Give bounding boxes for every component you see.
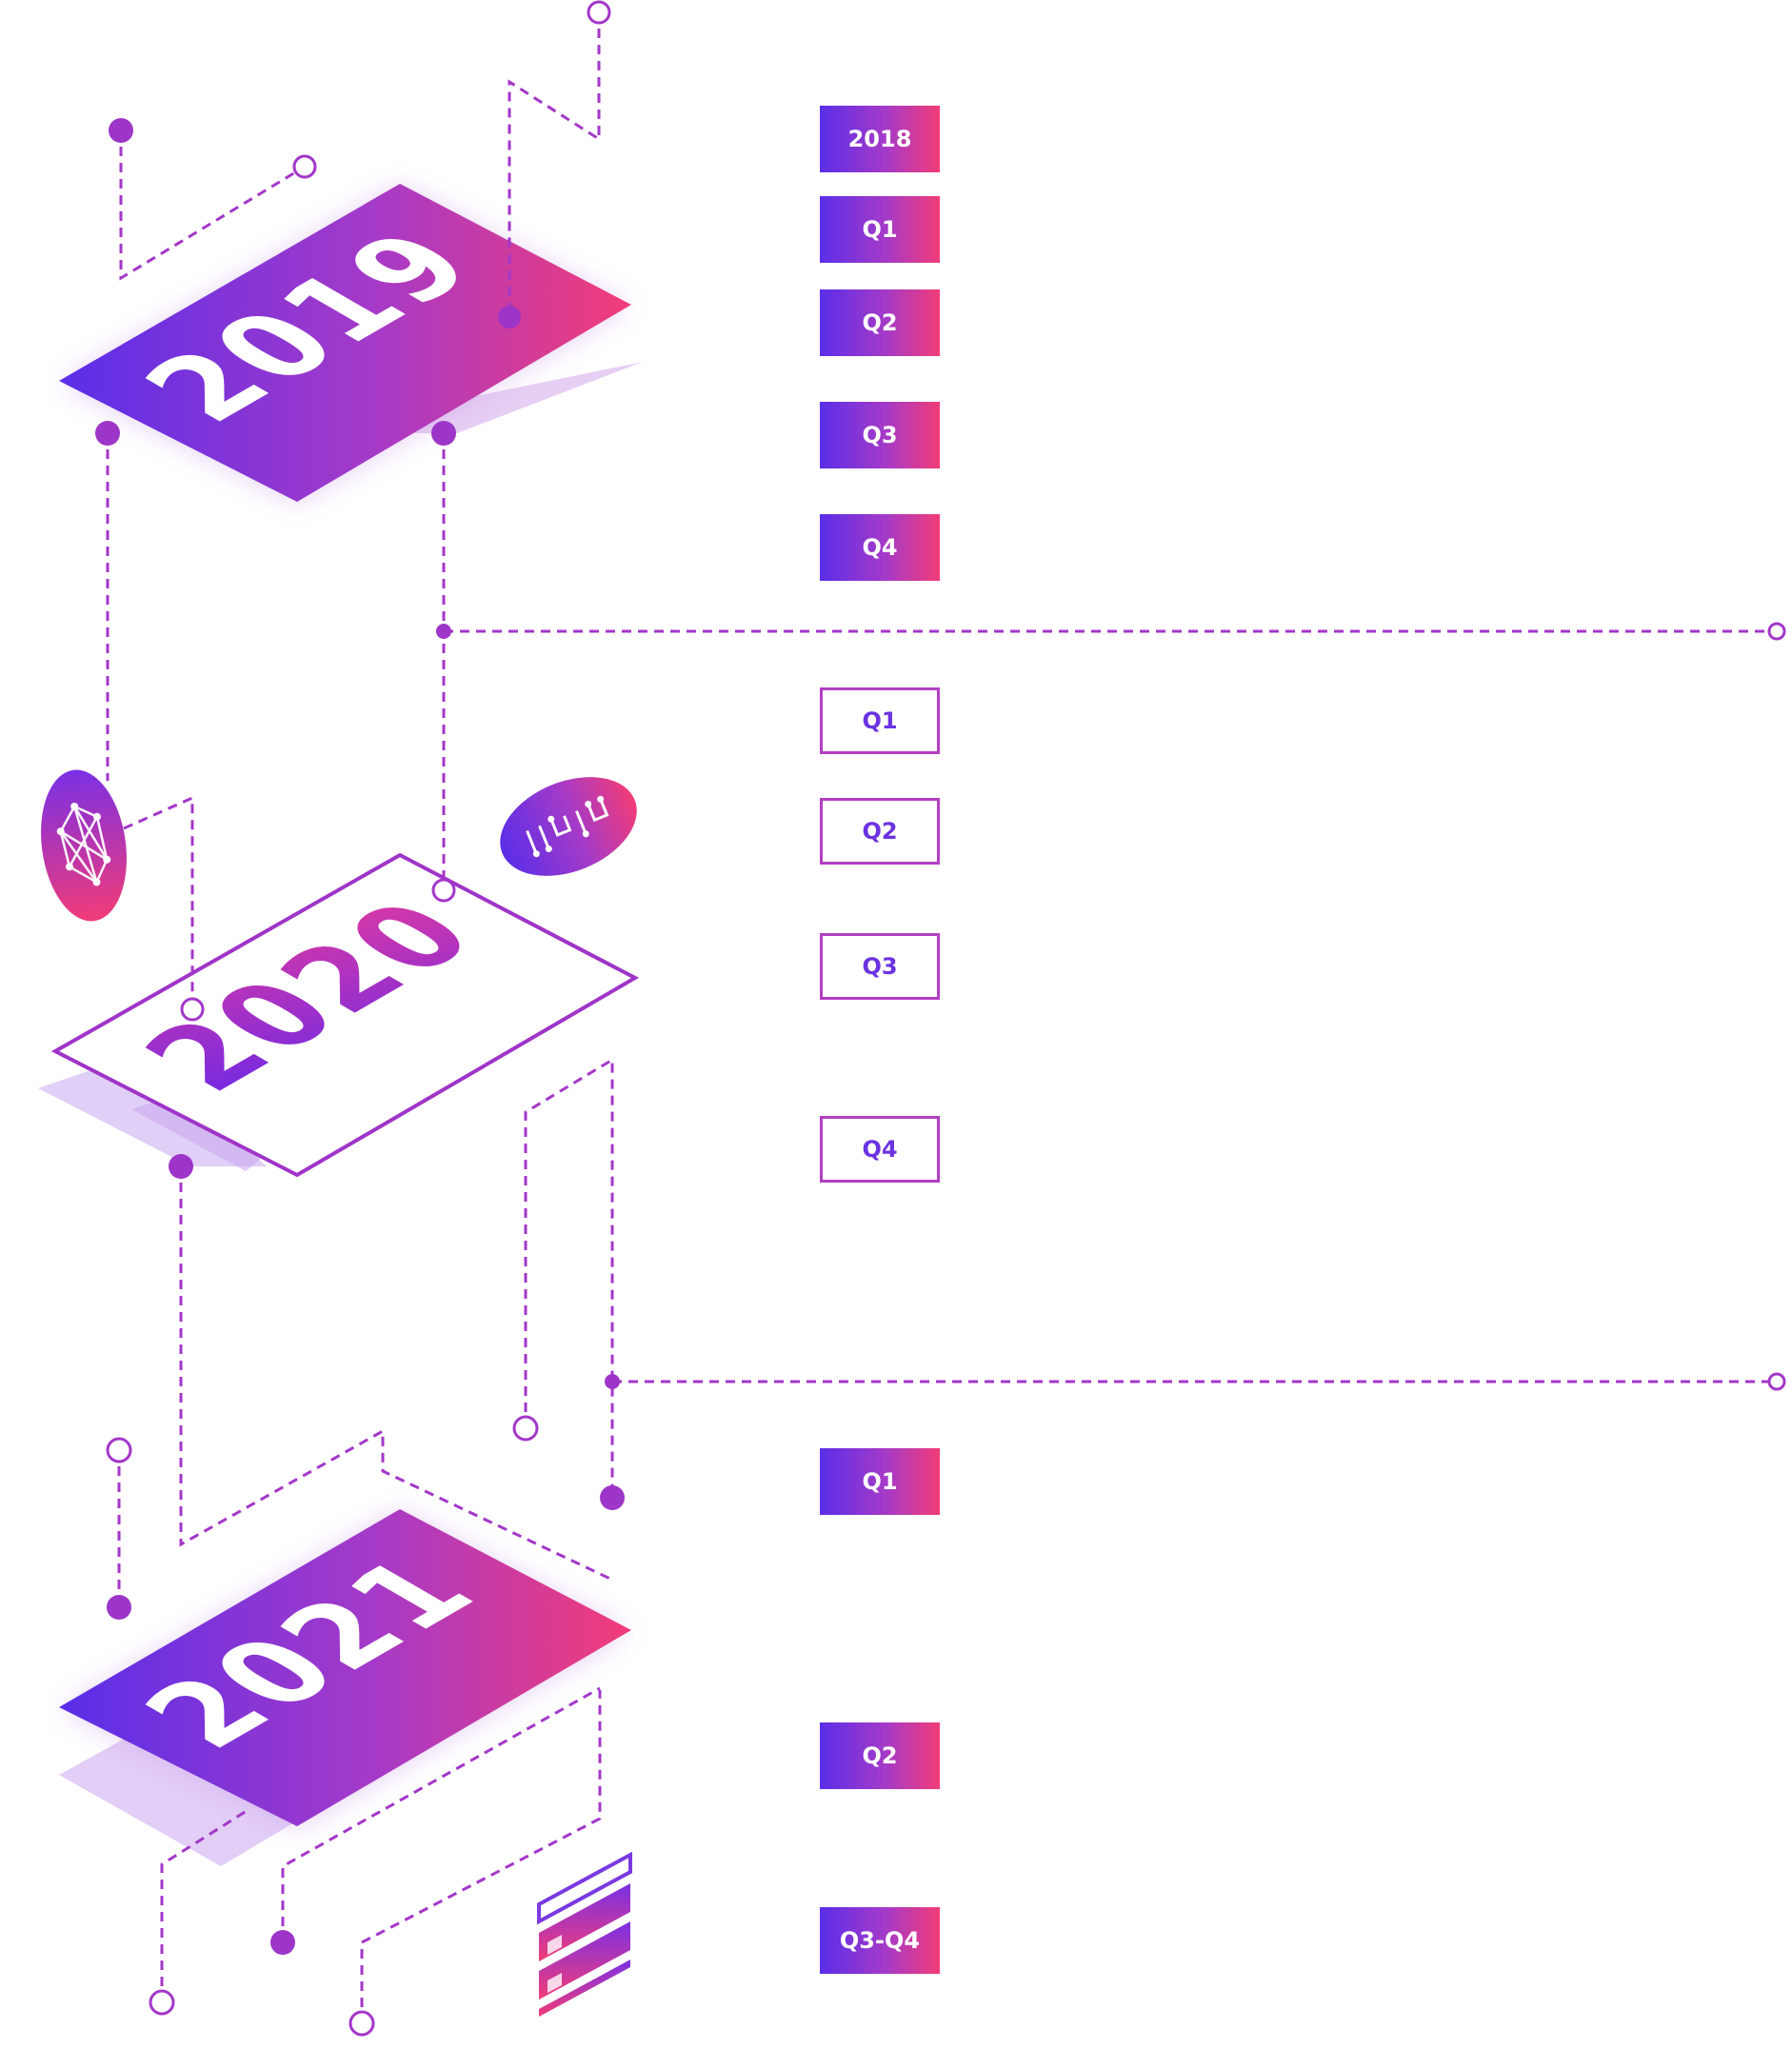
node-ring-9 (149, 1989, 175, 2016)
divider-1-dot (436, 624, 451, 639)
divider-2-ring (1767, 1372, 1786, 1391)
node-dot-10 (270, 1930, 295, 1955)
node-dot-4 (431, 421, 456, 446)
badge-2019-q4: Q4 (820, 514, 940, 581)
node-ring-1 (292, 154, 317, 179)
node-ring-2 (587, 0, 611, 25)
node-dot-7 (169, 1154, 193, 1179)
plate-2020 (50, 852, 640, 1178)
node-dot-8 (107, 1595, 131, 1620)
year-2021-block: 2021 (59, 1509, 631, 1866)
connector-6 (524, 1057, 614, 1498)
connector-10 (281, 1686, 601, 1942)
node-ring-5 (180, 997, 205, 1022)
node-ring-6 (512, 1415, 539, 1442)
connector-5 (123, 795, 194, 1009)
divider-1-ring (1767, 622, 1786, 641)
node-ring-4 (431, 878, 456, 903)
year-2019-block: 2019 (59, 184, 643, 503)
connector-11 (360, 1690, 602, 2023)
network-graph-icon (41, 769, 127, 922)
node-dot-6 (600, 1485, 625, 1510)
badge-2019-q1: Q1 (820, 196, 940, 263)
year-2020-block: 2020 (38, 852, 640, 1178)
connectors (95, 0, 1786, 2037)
node-dot-2 (498, 306, 521, 328)
server-stack-icon (537, 1851, 632, 2017)
badge-2018: 2018 (820, 106, 940, 172)
badge-2020-q1: Q1 (820, 687, 940, 754)
divider-2-dot (605, 1374, 620, 1389)
plate-2021 (59, 1509, 631, 1826)
connector-7 (179, 1166, 615, 1582)
connector-9 (160, 1807, 250, 2002)
node-ring-8 (106, 1437, 132, 1463)
badge-2020-q3: Q3 (820, 933, 940, 1000)
badge-2019-q2: Q2 (820, 289, 940, 356)
badge-2019-q3: Q3 (820, 402, 940, 468)
node-ring-11 (348, 2010, 375, 2037)
badge-2021-q1: Q1 (820, 1448, 940, 1515)
badge-2021-q3-q4: Q3-Q4 (820, 1907, 940, 1974)
connector-2 (508, 12, 601, 317)
badge-2021-q2: Q2 (820, 1722, 940, 1789)
connector-1 (119, 130, 306, 281)
node-dot-1 (109, 118, 133, 143)
plate-2019 (59, 184, 631, 502)
badge-2020-q4: Q4 (820, 1116, 940, 1183)
node-dot-3 (95, 421, 120, 446)
plate-2019-shadow (409, 362, 643, 433)
circuit-icon (500, 777, 637, 876)
badge-2020-q2: Q2 (820, 798, 940, 865)
